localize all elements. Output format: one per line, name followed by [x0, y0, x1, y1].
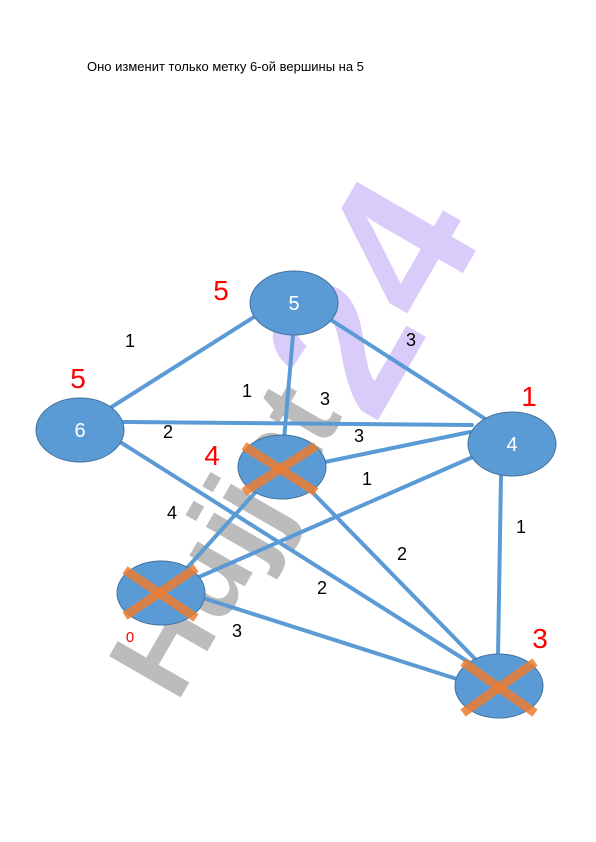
distance-labels: 5 5 1 4 0 3: [70, 275, 548, 654]
crosses: [122, 442, 538, 717]
weight-6-4: 3: [354, 426, 364, 446]
weight-extra: 3: [320, 389, 330, 409]
edge-left-bottom: [201, 596, 462, 682]
node-4-label: 4: [506, 434, 517, 456]
watermark-word: Hujjat: [83, 362, 366, 718]
cross-bottom: [460, 658, 538, 717]
distance-label-6: 5: [70, 363, 86, 394]
edge-mid-bottom: [310, 490, 482, 666]
weight-mid-bottom: 2: [397, 544, 407, 564]
weight-4-bottom: 1: [516, 517, 526, 537]
edge-6-4: [121, 420, 474, 427]
distance-label-4: 1: [521, 381, 537, 412]
weight-6-5: 1: [125, 331, 135, 351]
edge-6-bottom: [115, 438, 480, 670]
weight-5-4: 3: [406, 330, 416, 350]
weight-mid-4: 1: [362, 469, 372, 489]
edge-4-bottom: [496, 474, 503, 658]
node-5-label: 5: [288, 293, 299, 315]
edges: [108, 310, 503, 682]
edge-weights: 1 3 1 3 3 2 1 4 2 2 3 1: [125, 330, 526, 641]
edge-6-5: [108, 310, 264, 410]
caption-text: Оно изменит только метку 6-ой вершины на…: [87, 59, 364, 74]
node-6-label: 6: [74, 420, 85, 442]
edge-left-4: [190, 454, 477, 582]
node-6: [35, 397, 125, 463]
distance-label-middle: 4: [204, 440, 220, 471]
node-4: [467, 411, 557, 477]
distance-label-5: 5: [213, 275, 229, 306]
weight-left-4: 2: [317, 578, 327, 598]
edge-mid-left: [176, 483, 264, 580]
node-labels: 5 6 4: [74, 293, 517, 456]
weight-left-bottom: 3: [232, 621, 242, 641]
cross-middle: [241, 442, 319, 496]
weight-6-bottom: 2: [163, 422, 173, 442]
distance-label-bottom: 3: [532, 623, 548, 654]
node-5: [249, 270, 339, 336]
edge-5-4: [326, 316, 492, 424]
weight-5-mid: 1: [242, 381, 252, 401]
edge-mid-4: [323, 430, 472, 464]
distance-label-left: 0: [126, 629, 134, 646]
weight-mid-left: 4: [167, 503, 177, 523]
cross-left: [122, 564, 199, 622]
